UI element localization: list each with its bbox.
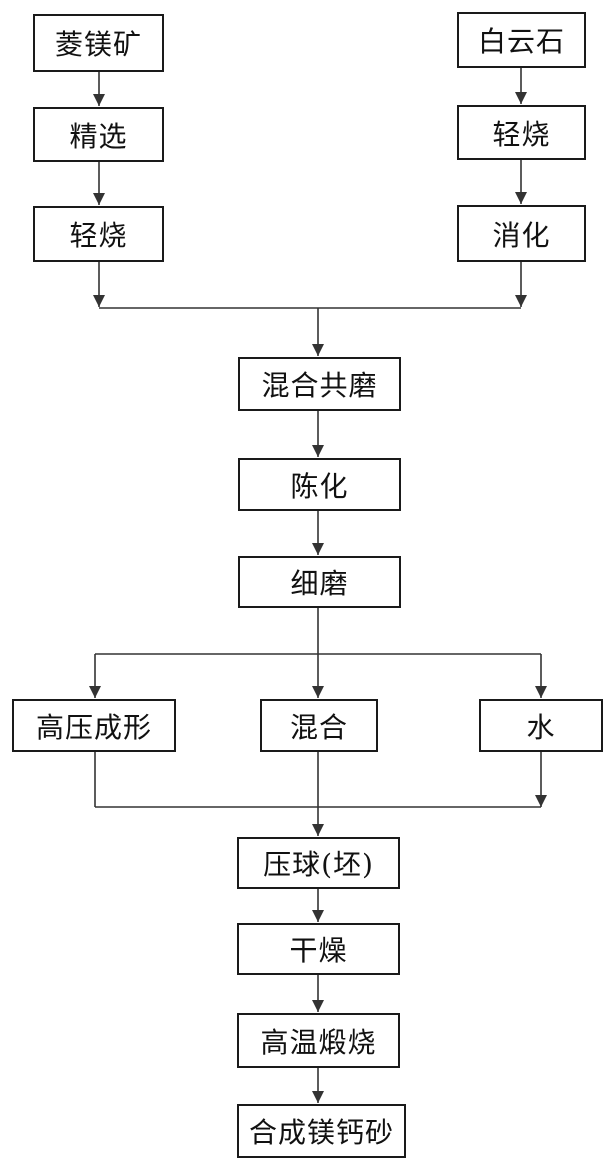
node-slaking: 消化 (457, 205, 586, 262)
node-beneficiation: 精选 (33, 107, 164, 162)
node-aging: 陈化 (238, 458, 401, 511)
node-water: 水 (479, 699, 603, 752)
node-light-calcination-right: 轻烧 (457, 105, 586, 160)
node-high-pressure-forming: 高压成形 (12, 699, 176, 752)
node-mixing: 混合 (260, 699, 378, 752)
node-drying: 干燥 (237, 923, 400, 975)
node-synthetic-clinker: 合成镁钙砂 (237, 1104, 406, 1158)
node-magnesite: 菱镁矿 (33, 14, 164, 72)
node-pressing-balls: 压球(坯) (237, 837, 400, 889)
node-light-calcination-left: 轻烧 (33, 206, 164, 262)
node-fine-grinding: 细磨 (238, 556, 401, 608)
node-high-temp-calcination: 高温煅烧 (237, 1013, 400, 1068)
node-dolomite: 白云石 (457, 12, 586, 68)
node-mixed-grinding: 混合共磨 (238, 357, 401, 411)
